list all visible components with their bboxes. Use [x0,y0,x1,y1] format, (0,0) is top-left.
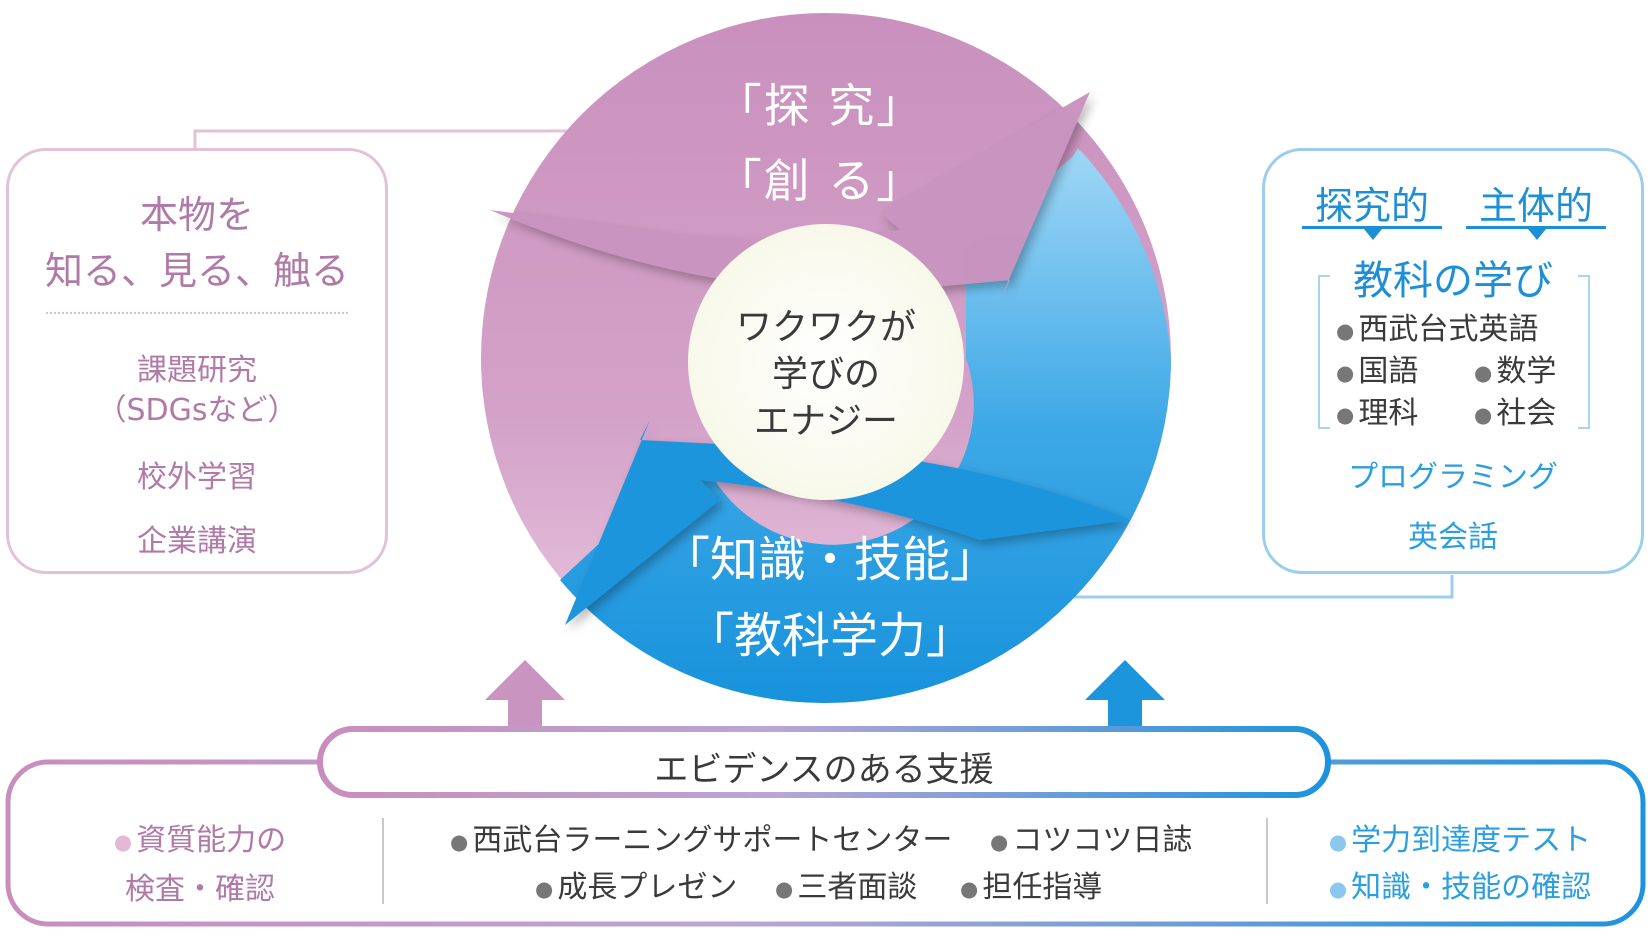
blue-arrow [565,420,1130,625]
bottom-center-item-homeroom-guidance: 担任指導 [960,862,1102,906]
right-tag-2-pointer [1528,229,1546,240]
bottom-divider-left [382,818,384,904]
center-top-label-1: 「探 究」 [715,79,925,133]
right-tag-2-underline [1466,226,1606,229]
left-item-4: 企業講演 [137,524,257,559]
core-label-3: エナジー [753,401,898,442]
right-extra-programming: プログラミング [1348,460,1558,495]
bottom-center-item-diary: コツコツ日誌 [990,815,1192,859]
left-dotted-divider [46,312,348,314]
left-panel [6,148,388,574]
bottom-left-item-1: 資質能力の [40,815,360,859]
right-tag-1: 探究的 [1314,184,1429,228]
core-label-1: ワクワクが [735,307,916,348]
pink-arrow [490,92,1090,300]
right-tag-1-pointer [1364,229,1382,240]
left-heading-2: 知る、見る、触る [44,249,349,293]
subject-math: 数学 [1474,346,1556,390]
subject-social: 社会 [1474,388,1556,432]
right-bracket-right [1578,275,1590,429]
bottom-title-pill [317,726,1331,798]
right-connector-line [1012,575,1454,599]
bottom-divider-right [1266,818,1268,904]
subject-english: 西武台式英語 [1336,304,1538,348]
right-tag-1-underline [1302,226,1442,229]
core-circle [688,224,964,500]
center-bottom-label-1: 「知識・技能」 [661,532,998,588]
right-tag-2: 主体的 [1478,184,1593,228]
subject-science: 理科 [1336,388,1418,432]
left-item-1: 課題研究 [137,353,257,388]
left-heading-1: 本物を [139,193,254,237]
bottom-right-item-2: 知識・技能の確認 [1290,862,1630,906]
left-connector-line [193,129,700,150]
subject-japanese: 国語 [1336,346,1418,390]
bottom-title: エビデンスのある支援 [654,750,994,790]
left-item-3: 校外学習 [137,460,257,495]
right-extra-english-conversation: 英会話 [1408,520,1498,555]
right-heading: 教科の学び [1353,258,1553,304]
right-panel [1262,148,1644,574]
bottom-center-item-presentation: 成長プレゼン [535,862,737,906]
left-item-2: （SDGsなど） [96,393,298,428]
center-top-label-2: 「創 る」 [715,154,925,208]
bottom-right-item-1: 学力到達度テスト [1290,815,1630,859]
bottom-left-item-2: 検査・確認 [125,872,275,907]
bottom-center-item-support-center: 西武台ラーニングサポートセンター [450,815,952,859]
center-bottom-label-2: 「教科学力」 [685,608,974,664]
right-bracket-left [1318,275,1330,429]
core-label-2: 学びの [771,354,880,395]
bottom-center-item-three-party-meeting: 三者面談 [775,862,917,906]
